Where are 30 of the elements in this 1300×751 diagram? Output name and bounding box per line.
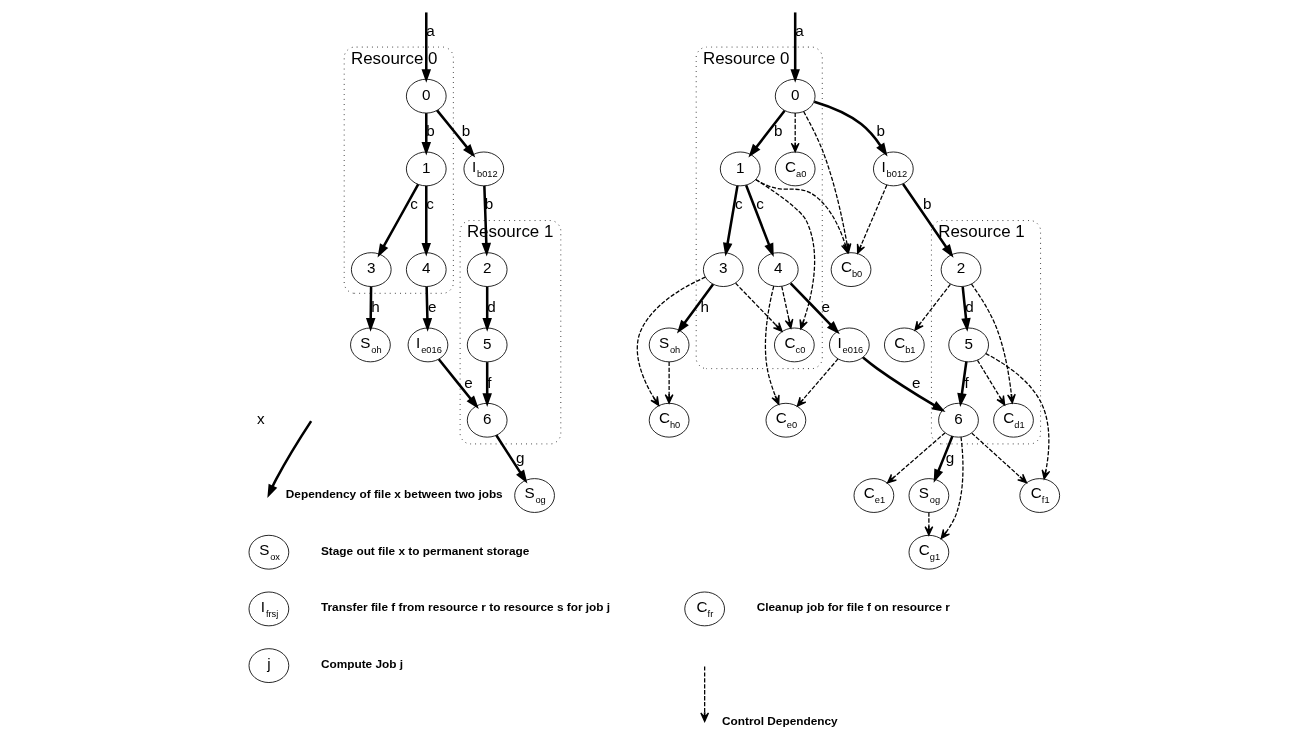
edge-label: b [484, 195, 493, 213]
edge-label: g [945, 448, 954, 466]
edge-label: b [425, 122, 435, 140]
node-label: Stage out file x to permanent storage [320, 543, 529, 558]
edge-label: a [794, 21, 804, 39]
edge-label: c [734, 195, 743, 213]
edge-label: b [461, 122, 470, 140]
label: x [256, 409, 265, 427]
edge-label: d [964, 298, 974, 316]
edge-label: e [463, 373, 473, 391]
node-label: Compute Job j [320, 656, 403, 671]
edge-label: b [773, 122, 783, 140]
edge-label: h [370, 298, 380, 316]
edge-label: c [409, 195, 418, 213]
node-label: Cleanup job for file f on resource r [756, 600, 950, 615]
edge-label: c [425, 195, 434, 213]
edge-label: e [820, 298, 830, 316]
edge-label: h [699, 298, 709, 316]
edge-label: a [425, 21, 435, 39]
edge-label: g [515, 448, 524, 466]
edge-label: f [963, 373, 969, 391]
edge-label: d [486, 298, 496, 316]
edge-label: e [427, 298, 436, 316]
node-label: Transfer file f from resource r to resource s for job j [320, 600, 610, 615]
edge-label: b [922, 195, 931, 213]
edge-label: b [875, 122, 885, 140]
legend-label: Control Dependency [721, 713, 838, 728]
legend-label: Dependency of file x between two jobs [285, 486, 503, 501]
edge-label: e [911, 373, 920, 391]
edge-label: c [755, 195, 764, 213]
